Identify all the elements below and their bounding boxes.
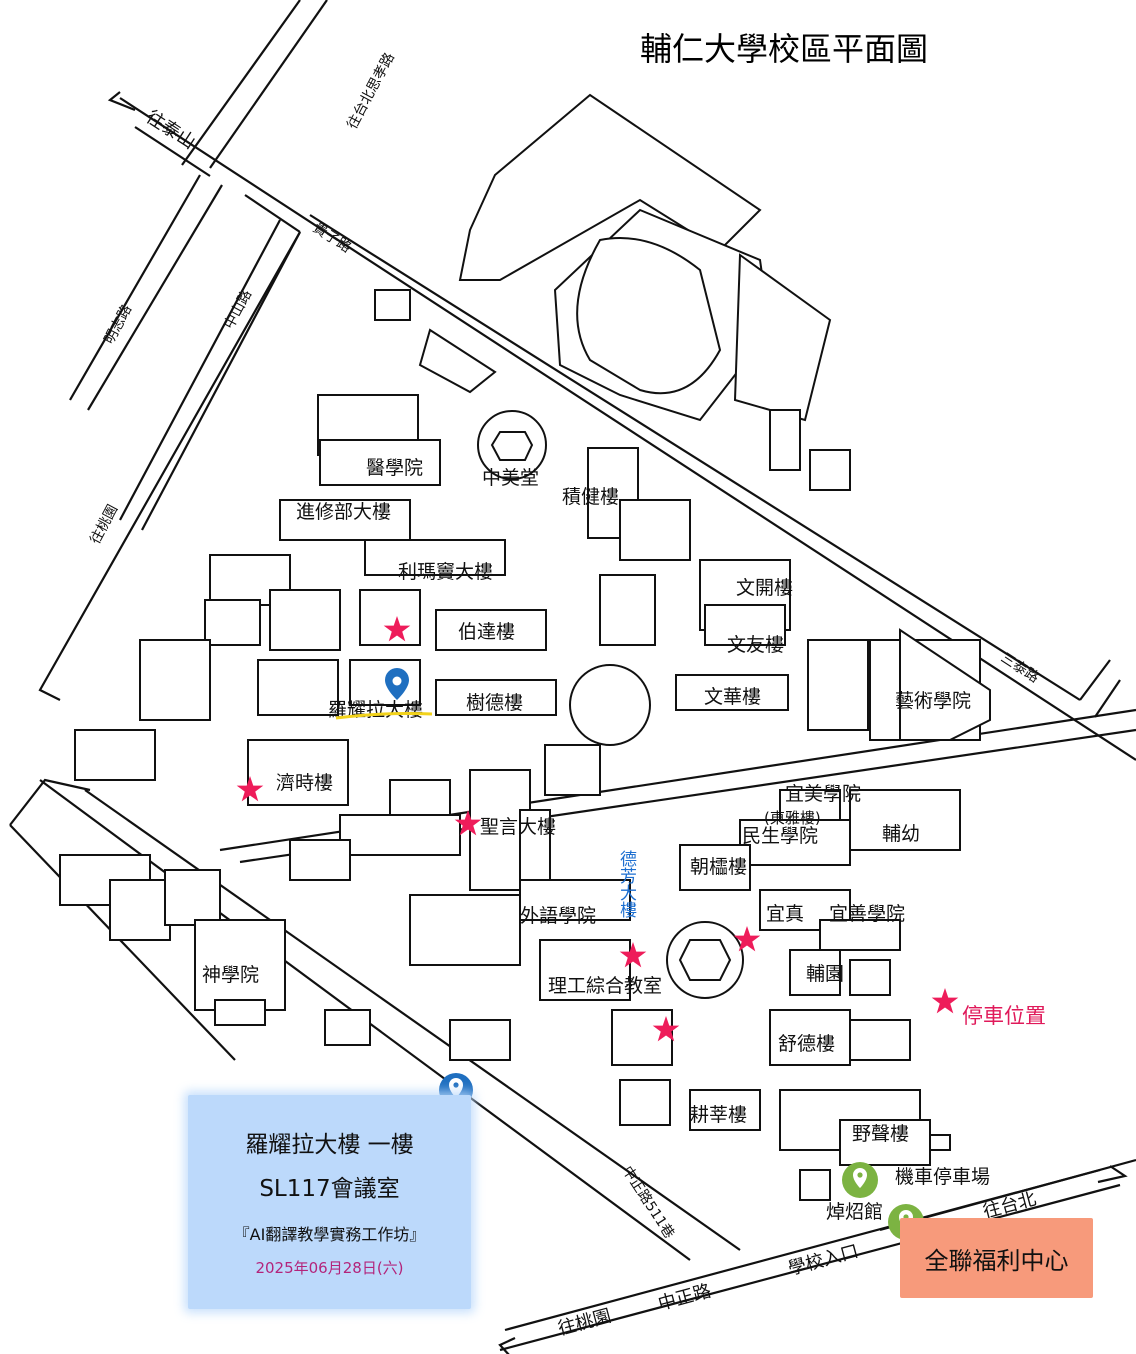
label-gengxin: 耕莘樓 <box>690 1104 747 1126</box>
building-labels: 醫學院 中美堂 積健樓 進修部大樓 利瑪竇大樓 文開樓 伯達樓 文友樓 文華樓 … <box>202 457 990 1223</box>
label-fuyuan: 輔園 <box>806 963 844 985</box>
label-jijian: 積健樓 <box>562 486 619 508</box>
label-limadou: 利瑪竇大樓 <box>398 561 493 583</box>
road-label-to-taoyuan-left: 往桃園 <box>87 502 121 547</box>
label-yishan: 宜善學院 <box>829 903 905 925</box>
label-defang: 德芳大樓 <box>616 850 637 918</box>
label-jinxiu: 進修部大樓 <box>296 501 391 523</box>
label-shude2: 舒德樓 <box>778 1033 835 1055</box>
event-name: 『AI翻譯教學實務工作坊』 <box>233 1225 426 1244</box>
road-label-to-taoyuan-bottom: 往桃園 <box>556 1306 614 1340</box>
label-chaolan: 朝櫺樓 <box>690 856 747 878</box>
legend-parking: 停車位置 <box>962 1004 1046 1028</box>
venue-room: SL117會議室 <box>259 1176 400 1202</box>
label-medicine: 醫學院 <box>366 457 423 479</box>
map-pin-icon[interactable] <box>842 1162 878 1198</box>
arrow-taishan <box>107 91 136 112</box>
label-wenyou: 文友樓 <box>727 634 784 656</box>
arrow-taoyuan <box>498 1337 516 1354</box>
label-shude: 樹德樓 <box>466 692 523 714</box>
label-motor-parking: 機車停車場 <box>895 1166 990 1188</box>
label-dongya: (東雅樓) <box>764 809 821 827</box>
label-waiyu: 外語學院 <box>520 905 596 927</box>
venue-info-box: 羅耀拉大樓 一樓 SL117會議室 『AI翻譯教學實務工作坊』 2025年06月… <box>188 1095 471 1309</box>
luoyaola-highlight <box>335 712 433 720</box>
label-yesheng: 野聲樓 <box>852 1123 909 1145</box>
store-label-box[interactable]: 全聯福利中心 <box>900 1218 1093 1298</box>
label-shengyan: 聖言大樓 <box>480 816 556 838</box>
star-icon <box>931 988 959 1014</box>
road-label-school-entrance: 學校入口 <box>786 1241 861 1280</box>
map-pin-icon[interactable] <box>385 668 409 700</box>
label-minsheng: 民生學院 <box>742 825 818 847</box>
campus-buildings <box>59 93 991 1201</box>
road-label-taishan: 往泰山 <box>142 107 199 154</box>
label-zhuozhao: 焯炤館 <box>826 1201 883 1223</box>
label-ligong: 理工綜合教室 <box>548 975 662 997</box>
store-label: 全聯福利中心 <box>924 1246 1069 1275</box>
label-shenxue: 神學院 <box>202 964 259 986</box>
label-wenkai: 文開樓 <box>736 577 793 599</box>
label-boda: 伯達樓 <box>458 621 515 643</box>
label-zhongmei: 中美堂 <box>482 467 539 489</box>
map-title: 輔仁大學校區平面圖 <box>640 30 928 68</box>
road-label-zhongzheng: 中正路 <box>656 1281 714 1315</box>
road-label-santai: 三泰路 <box>998 650 1042 686</box>
label-yimei: 宜美學院 <box>785 783 861 805</box>
arrow-taipei <box>1097 1165 1128 1184</box>
venue-building: 羅耀拉大樓 一樓 <box>245 1132 414 1158</box>
road-label-guizi: 貴子路 <box>310 220 354 256</box>
label-jishi: 濟時樓 <box>276 772 333 794</box>
event-date: 2025年06月28日(六) <box>255 1259 404 1277</box>
road-label-xiaobeisi: 往台北思孝路 <box>344 50 398 132</box>
label-art: 藝術學院 <box>895 690 971 712</box>
label-wenhua: 文華樓 <box>704 686 761 708</box>
label-yizhen: 宜真 <box>766 903 804 925</box>
label-fuyou: 輔幼 <box>882 823 920 845</box>
